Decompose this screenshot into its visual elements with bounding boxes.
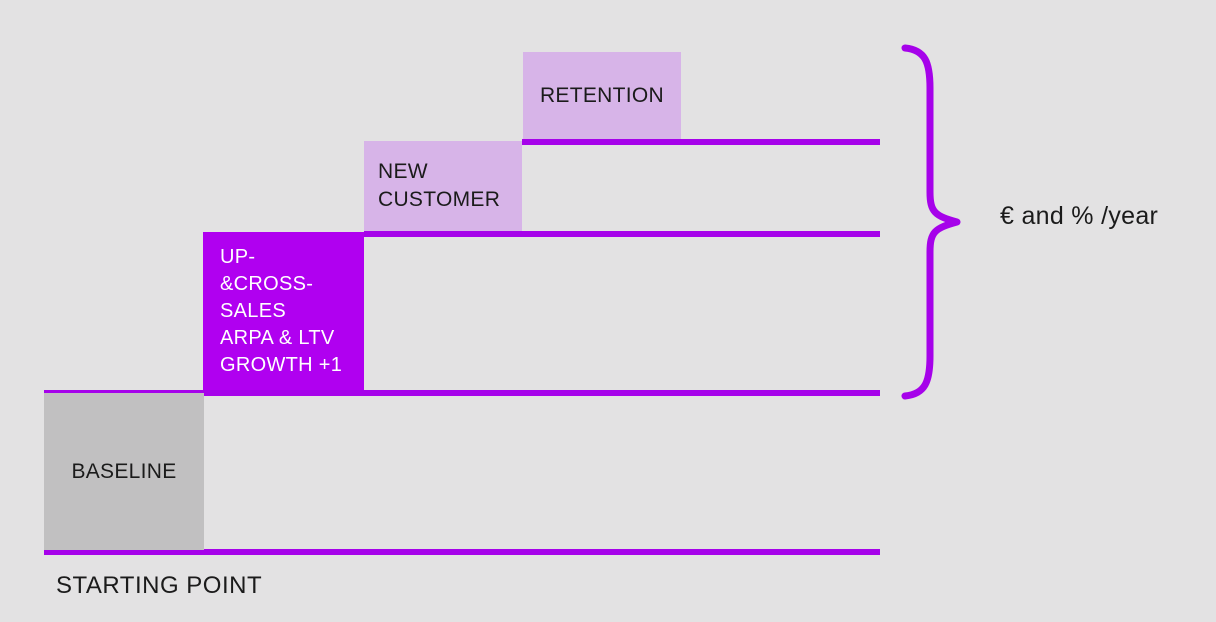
upsell-label-line-3: SALES	[220, 300, 286, 322]
step-line-upsell-top	[364, 231, 880, 237]
upsell-label-line-4: ARPA & LTV	[220, 327, 335, 349]
step-line-baseline-top	[44, 390, 880, 396]
upsell-label-line-2: &CROSS-	[220, 273, 314, 295]
starting-point-line	[44, 549, 880, 555]
step-line-new-customer-top	[522, 139, 880, 145]
starting-point-label: STARTING POINT	[56, 572, 263, 599]
new-customer-label-line-2: CUSTOMER	[378, 188, 501, 211]
new-customer-box: NEW CUSTOMER	[364, 141, 522, 231]
upsell-box: UP- &CROSS- SALES ARPA & LTV GROWTH +1	[203, 232, 364, 390]
retention-box: RETENTION	[523, 52, 681, 139]
upsell-label-line-1: UP-	[220, 246, 256, 268]
baseline-box: BASELINE	[44, 393, 204, 550]
curly-brace-icon	[901, 44, 961, 400]
retention-label: RETENTION	[539, 83, 665, 107]
baseline-label: BASELINE	[71, 459, 177, 483]
new-customer-label-line-1: NEW	[378, 160, 428, 183]
axis-unit-label: € and % /year	[1000, 202, 1159, 230]
upsell-label-line-5: GROWTH +1	[220, 354, 343, 376]
